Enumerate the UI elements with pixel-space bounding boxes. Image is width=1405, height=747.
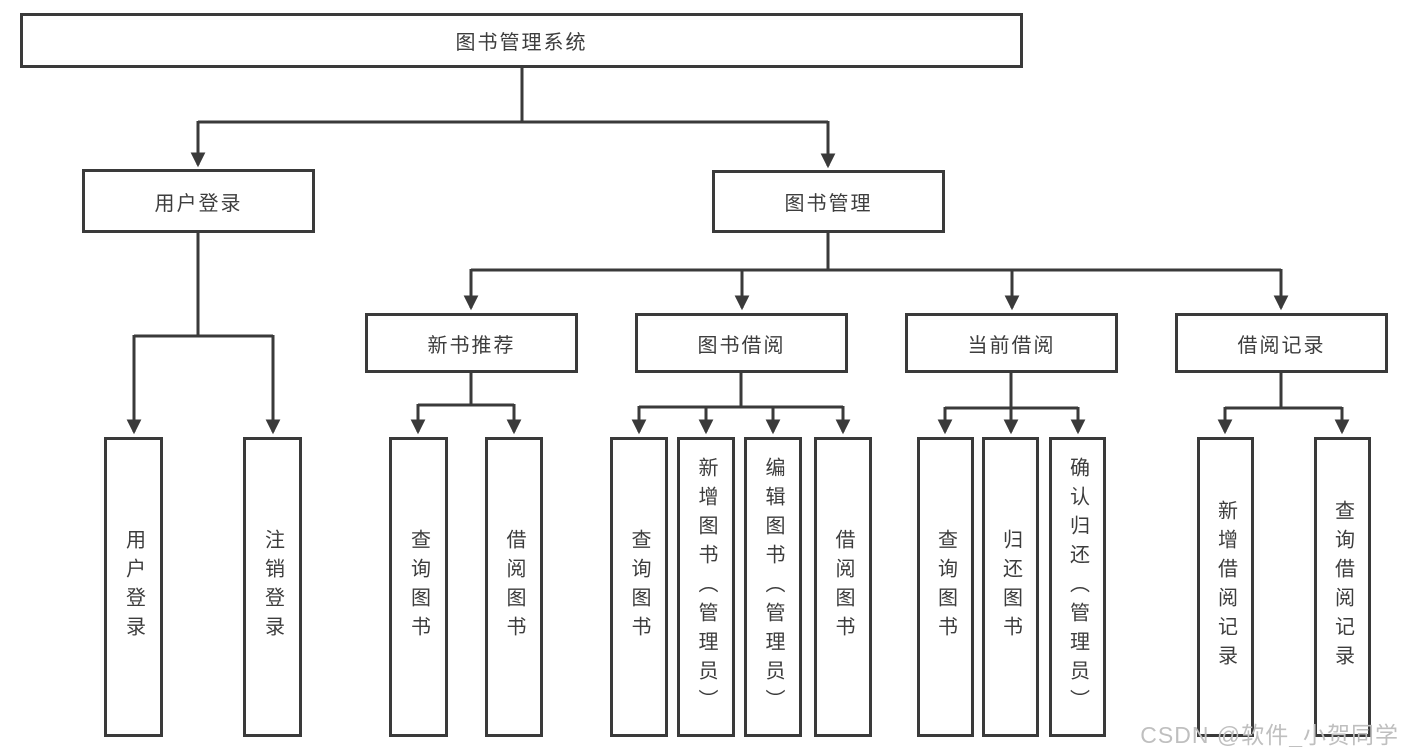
- edge-mgmt-crossbar: [471, 233, 1281, 272]
- node-library-system: 图书管理系统: [20, 13, 1023, 68]
- node-borrowing-records: 借阅记录: [1175, 313, 1388, 373]
- node-label: 借阅图书: [832, 529, 854, 645]
- edge-br-crossbar: [1225, 373, 1342, 410]
- node-label: 借阅记录: [1237, 334, 1326, 357]
- node-label: 查询图书: [628, 529, 650, 645]
- edge-rec-crossbar: [418, 373, 514, 407]
- node-new-book-recommend: 新书推荐: [365, 313, 578, 373]
- leaf-current-return-books: 归还图书: [982, 437, 1039, 737]
- leaf-rec-query-books: 查询图书: [389, 437, 448, 737]
- node-label: 新书推荐: [427, 334, 516, 357]
- edge-root-crossbar: [198, 68, 828, 124]
- node-label: 新增借阅记录: [1214, 500, 1237, 674]
- csdn-watermark: CSDN @软件_小贺同学: [1140, 722, 1399, 747]
- node-label: 当前借阅: [967, 334, 1056, 357]
- leaf-records-query-record: 查询借阅记录: [1314, 437, 1371, 737]
- node-label: 图书借阅: [697, 334, 786, 357]
- leaf-borrow-add-books-admin: 新增图书（管理员）: [677, 437, 735, 737]
- node-label: 借阅图书: [503, 529, 525, 645]
- leaf-borrow-borrow-books: 借阅图书: [814, 437, 872, 737]
- node-user-login: 用户登录: [82, 169, 315, 233]
- node-label: 确认归还（管理员）: [1066, 456, 1089, 718]
- leaf-user-login: 用户登录: [104, 437, 163, 737]
- node-label: 注销登录: [261, 529, 284, 645]
- node-label: 编辑图书（管理员）: [762, 456, 784, 718]
- edge-bb-crossbar: [639, 373, 843, 409]
- node-label: 新增图书（管理员）: [695, 456, 717, 718]
- leaf-borrow-edit-books-admin: 编辑图书（管理员）: [744, 437, 802, 737]
- edge-cb-crossbar: [945, 373, 1078, 410]
- node-label: 图书管理: [784, 193, 873, 215]
- leaf-rec-borrow-books: 借阅图书: [485, 437, 543, 737]
- node-label: 图书管理系统: [455, 32, 588, 54]
- node-label: 查询图书: [407, 529, 430, 645]
- leaf-current-confirm-return-admin: 确认归还（管理员）: [1049, 437, 1106, 737]
- edge-login-crossbar: [134, 233, 273, 338]
- node-book-management: 图书管理: [712, 170, 945, 233]
- leaf-current-query-books: 查询图书: [917, 437, 974, 737]
- node-label: 用户登录: [122, 529, 145, 645]
- node-book-borrowing: 图书借阅: [635, 313, 848, 373]
- node-label: 归还图书: [999, 529, 1022, 645]
- node-label: 查询借阅记录: [1331, 500, 1354, 674]
- node-current-borrowing: 当前借阅: [905, 313, 1118, 373]
- leaf-logout: 注销登录: [243, 437, 302, 737]
- node-label: 查询图书: [934, 529, 957, 645]
- leaf-borrow-query-books: 查询图书: [610, 437, 668, 737]
- leaf-records-add-record: 新增借阅记录: [1197, 437, 1254, 737]
- node-label: 用户登录: [154, 192, 243, 215]
